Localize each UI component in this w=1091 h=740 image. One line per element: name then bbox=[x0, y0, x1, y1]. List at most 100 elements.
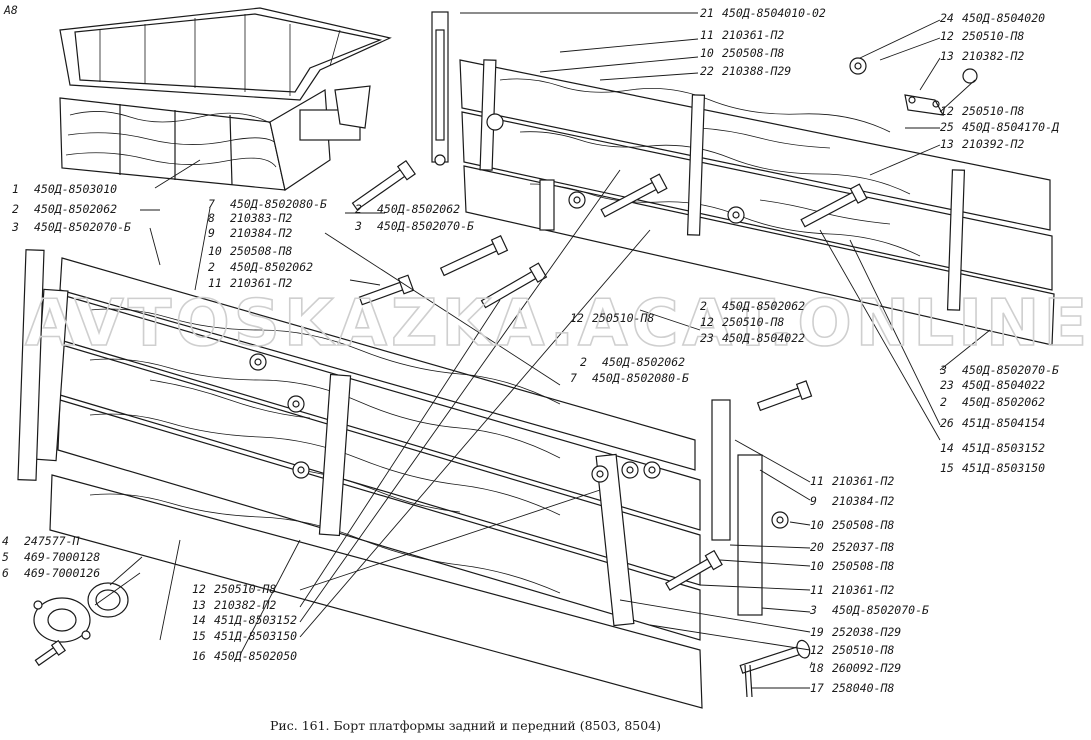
callout-part-code: 210383-П2 bbox=[230, 211, 292, 225]
callout-number: 12 bbox=[940, 104, 954, 118]
callout-number: 3 bbox=[809, 603, 817, 617]
callout-part-code: 469-7000126 bbox=[24, 566, 100, 580]
callout-part-code: 250510-П8 bbox=[832, 643, 894, 657]
callout-label: 23 450Д-8504022 bbox=[700, 331, 805, 345]
callout-number: 13 bbox=[940, 49, 954, 63]
callout-part-code: 450Д-8504010-02 bbox=[722, 6, 826, 20]
callout-label: 13 210382-П2 bbox=[940, 49, 1024, 63]
nuts-and-washers bbox=[249, 57, 978, 529]
callout-part-code: 252037-П8 bbox=[832, 540, 894, 554]
callout-part-code: 450Д-8504022 bbox=[722, 331, 805, 345]
callout-part-code: 210361-П2 bbox=[832, 583, 894, 597]
callout-part-code: 450Д-8502062 bbox=[602, 355, 685, 369]
callout-label: 8 210383-П2 bbox=[208, 211, 292, 225]
callout-number: 18 bbox=[810, 661, 824, 675]
callout-number: 4 bbox=[2, 534, 9, 548]
rear-board-assembly bbox=[17, 249, 703, 709]
callout-part-code: 450Д-8504170-Д bbox=[962, 120, 1060, 134]
callout-part-code: 450Д-8502070-Б bbox=[832, 603, 929, 617]
callout-number: 17 bbox=[810, 681, 824, 695]
callout-part-code: 450Д-8502070-Б bbox=[962, 363, 1059, 377]
callout-label: 10 250508-П8 bbox=[208, 244, 292, 258]
callout-number: 2 bbox=[355, 202, 362, 216]
callout-part-code: 210384-П2 bbox=[230, 226, 292, 240]
callout-part-code: 450Д-8502062 bbox=[377, 202, 460, 216]
callout-number: 13 bbox=[192, 598, 206, 612]
callout-part-code: 450Д-8502062 bbox=[962, 395, 1045, 409]
callout-label: 11 210361-П2 bbox=[810, 474, 894, 488]
leader-lines bbox=[94, 12, 991, 689]
callout-number: 8 bbox=[208, 211, 215, 225]
callout-number: 3 bbox=[11, 220, 19, 234]
callout-part-code: 210392-П2 bbox=[962, 137, 1024, 151]
callout-part-code: 450Д-8502062 bbox=[230, 260, 313, 274]
cotter-pin bbox=[744, 664, 753, 698]
callout-part-code: 210361-П2 bbox=[722, 28, 784, 42]
callout-number: 26 bbox=[940, 416, 954, 430]
callout-number: 25 bbox=[940, 120, 954, 134]
callout-number: 2 bbox=[580, 355, 587, 369]
callout-number: 7 bbox=[570, 371, 577, 385]
callout-part-code: 210388-П29 bbox=[722, 64, 791, 78]
callout-number: 1 bbox=[12, 182, 19, 196]
front-board-stanchion bbox=[431, 11, 449, 166]
callout-part-code: 250508-П8 bbox=[832, 518, 894, 532]
callout-number: 13 bbox=[940, 137, 954, 151]
callout-number: 2 bbox=[940, 395, 947, 409]
watermark: AVTOSKAZKA.ACAT.ONLINE bbox=[25, 287, 1091, 361]
callout-number: 10 bbox=[208, 244, 222, 258]
callout-label: 2 450Д-8502062 bbox=[940, 395, 1045, 409]
callout-number: 12 bbox=[570, 311, 584, 325]
callout-part-code: 258040-П8 bbox=[832, 681, 894, 695]
callout-part-code: 469-7000128 bbox=[24, 550, 100, 564]
callout-label: 11 210361-П2 bbox=[810, 583, 894, 597]
callout-number: 12 bbox=[940, 29, 954, 43]
callout-part-code: 451Д-8503152 bbox=[962, 441, 1045, 455]
callout-part-code: 250508-П8 bbox=[722, 46, 784, 60]
callout-part-code: 450Д-8502070-Б bbox=[34, 220, 131, 234]
callout-number: 23 bbox=[700, 331, 714, 345]
callout-number: 14 bbox=[940, 441, 954, 455]
callout-number: 3 bbox=[354, 219, 362, 233]
callout-part-code: 451Д-8503150 bbox=[962, 461, 1045, 475]
callout-number: 9 bbox=[810, 494, 817, 508]
callout-label: 26 451Д-8504154 bbox=[940, 416, 1045, 430]
hinge-arm bbox=[711, 399, 763, 616]
callout-number: 11 bbox=[700, 28, 714, 42]
callout-label: 22 210388-П29 bbox=[700, 64, 791, 78]
callout-part-code: 210361-П2 bbox=[832, 474, 894, 488]
callout-number: 11 bbox=[810, 474, 824, 488]
callout-part-code: 451Д-8504154 bbox=[962, 416, 1045, 430]
bracket-part bbox=[904, 94, 945, 116]
callout-number: 2 bbox=[208, 260, 215, 274]
callout-number: 11 bbox=[810, 583, 824, 597]
callout-label: 25 450Д-8504170-Д bbox=[940, 120, 1060, 134]
callout-part-code: 250508-П8 bbox=[230, 244, 292, 258]
callout-label: 17 258040-П8 bbox=[810, 681, 894, 695]
callout-part-code: 210382-П2 bbox=[962, 49, 1024, 63]
callout-number: 22 bbox=[700, 64, 714, 78]
callout-part-code: 210361-П2 bbox=[230, 276, 292, 290]
